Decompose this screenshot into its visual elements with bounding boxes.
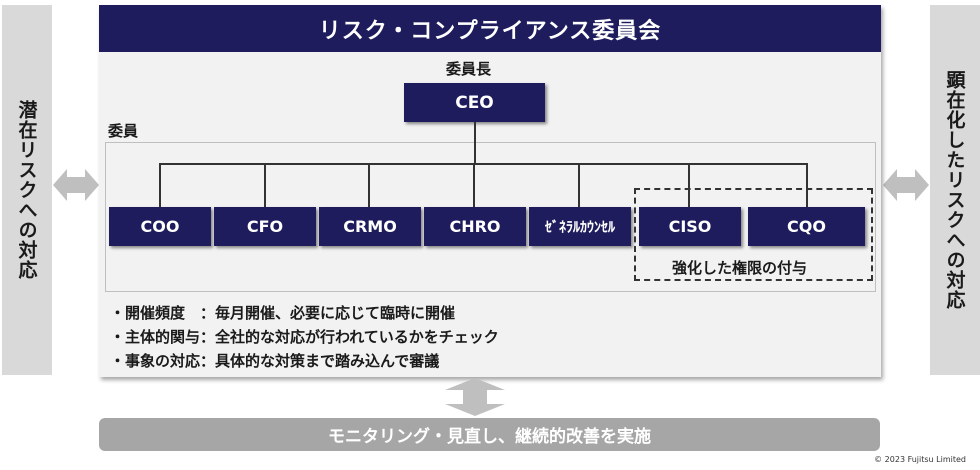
ceo-box: CEO (404, 83, 545, 122)
drop-line-ciso (688, 163, 690, 207)
ceo-connector-line (474, 122, 476, 163)
member-box-general-counsel: ｾﾞﾈﾗﾙｶｳﾝｾﾙ (529, 207, 631, 246)
chair-label: 委員長 (446, 60, 492, 78)
policy-response: ・事象の対応：具体的な対策まで踏み込んで審議 (110, 352, 440, 370)
drop-line-general-counsel (578, 163, 580, 207)
member-box-ciso: CISO (639, 207, 741, 246)
monitoring-bar: モニタリング・見直し、継続的改善を実施 (99, 418, 880, 451)
drop-line-crmo (368, 163, 370, 207)
policy-involvement: ・主体的関与：全社的な対応が行われているかをチェック (110, 328, 499, 346)
drop-line-chro (473, 163, 475, 207)
drop-line-coo (159, 163, 161, 207)
manifest-risk-label: 顕在化したリスクへの対応 (943, 70, 966, 310)
drop-line-cqo (806, 163, 808, 207)
members-label: 委員 (108, 122, 139, 140)
strengthened-authority-group (634, 188, 873, 281)
member-box-cfo: CFO (214, 207, 316, 246)
right-double-arrow-icon (883, 169, 929, 201)
copyright: © 2023 Fujitsu Limited (874, 455, 966, 464)
vertical-double-arrow-icon (445, 378, 505, 416)
member-box-cqo: CQO (748, 207, 865, 246)
latent-risk-panel: 潜在リスクへの対応 (2, 5, 52, 375)
committee-title: リスク・コンプライアンス委員会 (99, 5, 881, 52)
strengthened-authority-label: 強化した権限の付与 (672, 259, 808, 277)
members-bus-line (159, 163, 808, 165)
member-box-coo: COO (109, 207, 211, 246)
manifest-risk-panel: 顕在化したリスクへの対応 (930, 5, 980, 375)
drop-line-cfo (264, 163, 266, 207)
latent-risk-label: 潜在リスクへの対応 (15, 100, 38, 280)
member-box-crmo: CRMO (319, 207, 421, 246)
policy-frequency: ・開催頻度 ：毎月開催、必要に応じて臨時に開催 (110, 304, 456, 322)
left-double-arrow-icon (53, 169, 99, 201)
member-box-chro: CHRO (424, 207, 526, 246)
